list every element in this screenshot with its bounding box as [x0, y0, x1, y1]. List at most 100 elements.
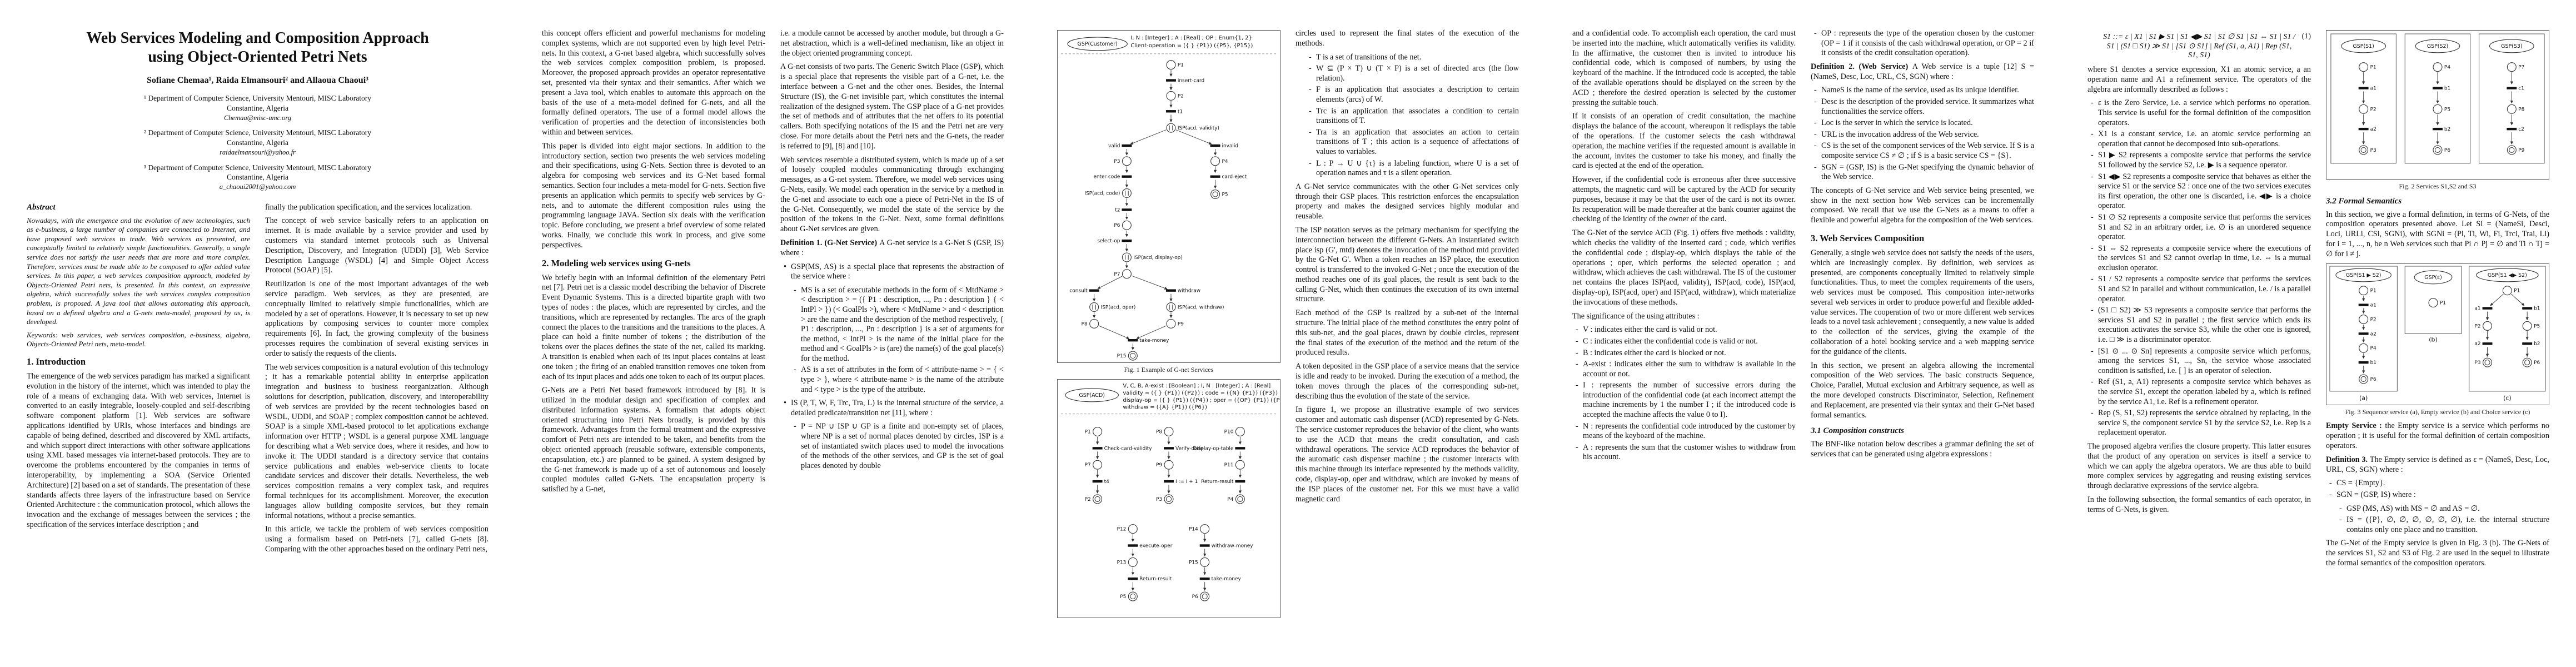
affiliation-email: raidaelmansouri@yahoo.fr [220, 148, 296, 157]
svg-text:(a): (a) [2359, 394, 2368, 401]
svg-text:P15: P15 [1189, 560, 1198, 565]
list-item-text: MS is a set of executable methods in the… [801, 285, 1004, 363]
list-item: -N : represents the confidential code in… [1576, 422, 1796, 441]
svg-text:V, C, B, A-exist : [Boolean] ;: V, C, B, A-exist : [Boolean] ; I, N : [I… [1123, 383, 1270, 389]
transition-node: c1 [2507, 86, 2524, 91]
list-item-text: A : represents the sum that the customer… [1583, 442, 1796, 462]
transition-node: take-money [1128, 338, 1169, 344]
transition-node: invalid [1210, 143, 1238, 149]
svg-text:P8: P8 [2518, 107, 2524, 112]
svg-text:take-money: take-money [1139, 338, 1169, 344]
list-marker: - [1814, 130, 1817, 139]
goal-place-node: P2 [1085, 494, 1103, 504]
list-item: -CS is the set of the component services… [1814, 141, 2034, 161]
paper-header: Web Services Modeling and Composition Ap… [27, 23, 489, 197]
column-1-right: finally the publication specification, a… [265, 203, 489, 645]
svg-text:GSP(ε): GSP(ε) [2424, 275, 2442, 281]
list-marker: - [1309, 106, 1312, 116]
list-item-text: CS = {Empty}. [2336, 479, 2385, 488]
section-heading: 3. Web Services Composition [1811, 232, 1925, 243]
paragraph: This paper is divided into eight major s… [542, 141, 765, 250]
list: -MS is a set of executable methods in th… [780, 286, 1004, 395]
definition-lead: Empty Service : [2326, 421, 2385, 431]
list-item: -Loc is the server in which the service … [1814, 118, 2034, 128]
list-item-text: SGN = (GSP, IS) is the G-Net specifying … [1821, 162, 2034, 182]
transition-node: t4 [1092, 479, 1109, 485]
transition-node: Check-card-validity [1092, 446, 1152, 451]
list-marker: • [784, 262, 786, 271]
list-item-text: IS (P, T, W, F, Trc, Tra, L) is the inte… [791, 399, 1004, 417]
svg-text:b2: b2 [2444, 127, 2450, 132]
list-item-text: Ref (S1, a, A1) represents a composite s… [2098, 377, 2311, 406]
place-node: P3 [1114, 156, 1132, 166]
list-item-text: Desc is the description of the provided … [1821, 97, 2034, 116]
list-item-text: IS = ({P}, ∅, ∅, ∅, ∅, ∅, ∅), i.e. the i… [2346, 515, 2549, 534]
list-item: -A : represents the sum that the custome… [1576, 443, 1796, 462]
transition-node: a1 [2358, 302, 2376, 308]
list-item: -OP : represents the type of the operati… [1814, 29, 2034, 58]
place-node: P9 [1156, 460, 1174, 470]
paragraph: and a confidential code. To accomplish e… [1572, 29, 1796, 107]
goal-place-node: P4 [1227, 494, 1245, 504]
transition-node: Return-result [1201, 479, 1245, 485]
definition-lead: Definition 2. (Web Service) [1811, 62, 1912, 71]
list-marker: - [2091, 306, 2094, 315]
gsp-ellipse-node: GSP(S3) [2489, 39, 2534, 53]
svg-text:withdraw-money: withdraw-money [1212, 543, 1254, 549]
svg-text:GSP(ACD): GSP(ACD) [1079, 392, 1105, 399]
svg-text:P4: P4 [2370, 346, 2376, 351]
paper-authors: Sofiane Chemaa¹, Raida Elmansouri² and A… [147, 76, 368, 86]
svg-text:a2: a2 [2474, 341, 2480, 347]
definition-lead: Definition 3. [2326, 455, 2370, 464]
list-item: -S1 ◀▶ S2 represents a composite service… [2091, 172, 2311, 211]
paragraph: Reutilization is one of the most importa… [265, 280, 489, 358]
svg-text:P11: P11 [1224, 462, 1234, 468]
list-item: -S1 / S2 represents a composite service … [2091, 275, 2311, 304]
gnet-acd: GSP(ACD)P1Check-card-validityP7t4P2P8Ver… [1060, 383, 1280, 601]
svg-text:b1: b1 [2444, 86, 2450, 91]
goal-place-node: P5 [1210, 190, 1228, 200]
transition-node: b2 [2522, 341, 2540, 347]
paragraph: The G-Net of the Empty service is given … [2326, 539, 2549, 568]
gsp-ellipse-node: GSP(Customer) [1067, 37, 1128, 51]
list: -NameS is the name of the service, used … [1811, 86, 2034, 182]
subsection-heading: 3.1 Composition constructs [1811, 426, 1904, 436]
place-node: P15 [1189, 557, 1210, 567]
list-item-text: URL is the invocation address of the Web… [1821, 130, 1979, 139]
list-item: -Tra is an application that associates a… [1309, 128, 1519, 157]
transition-node: withdraw-money [1199, 543, 1254, 549]
transition-node: card-eject [1210, 175, 1247, 180]
transition-node: valid [1108, 143, 1132, 149]
place-node: P11 [1224, 460, 1245, 470]
svg-text:Return-result: Return-result [1201, 479, 1234, 485]
transition-node: I := I + 1 [1164, 479, 1198, 485]
page-4-columns: and a confidential code. To accomplish e… [1572, 29, 2034, 645]
list-item: -X1 is a constant service, i.e. an atomi… [2091, 130, 2311, 149]
list-item-text: F is an application that associates a de… [1316, 85, 1519, 104]
svg-text:display-op = ({ } {P1}) ({P4}): display-op = ({ } {P1}) ({P4}) ; oper = … [1123, 397, 1280, 404]
paragraph: G-Nets are a Petri Net based framework i… [542, 386, 765, 494]
transition-node: b1 [2433, 86, 2450, 91]
place-node: P1 [2502, 285, 2520, 295]
equation: S1 ::= ε | X1 | S1 ▶ S1 | S1 ◀▶ S1 | S1 … [2087, 32, 2311, 60]
place-node: P7 [2507, 62, 2524, 72]
gsp-ellipse-node: GSP(S2) [2415, 39, 2460, 53]
list-marker: - [1814, 141, 1817, 151]
net-edges [1095, 436, 1242, 591]
list-marker: - [794, 285, 796, 295]
svg-text:GSP(S2): GSP(S2) [2427, 43, 2448, 49]
svg-text:P3: P3 [1114, 159, 1120, 165]
transition-node: a1 [2474, 306, 2493, 311]
list-marker: - [1814, 97, 1817, 106]
list-item: -Desc is the description of the provided… [1814, 97, 2034, 117]
transition-node: withdraw [1166, 288, 1200, 294]
net-edges [2361, 293, 2529, 374]
svg-text:P1: P1 [2370, 65, 2376, 71]
list: -T is a set of transitions of the net.-W… [1296, 53, 1519, 178]
svg-text:(c): (c) [2503, 394, 2512, 401]
list-item: -W ⊆ (P × T) ∪ (T × P) is a set of direc… [1309, 64, 1519, 83]
svg-text:P3: P3 [2370, 148, 2376, 153]
figure-caption: Fig. 3 Sequence service (a), Empty servi… [2345, 408, 2530, 416]
list-item: -C : indicates either the confidential c… [1576, 337, 1796, 347]
